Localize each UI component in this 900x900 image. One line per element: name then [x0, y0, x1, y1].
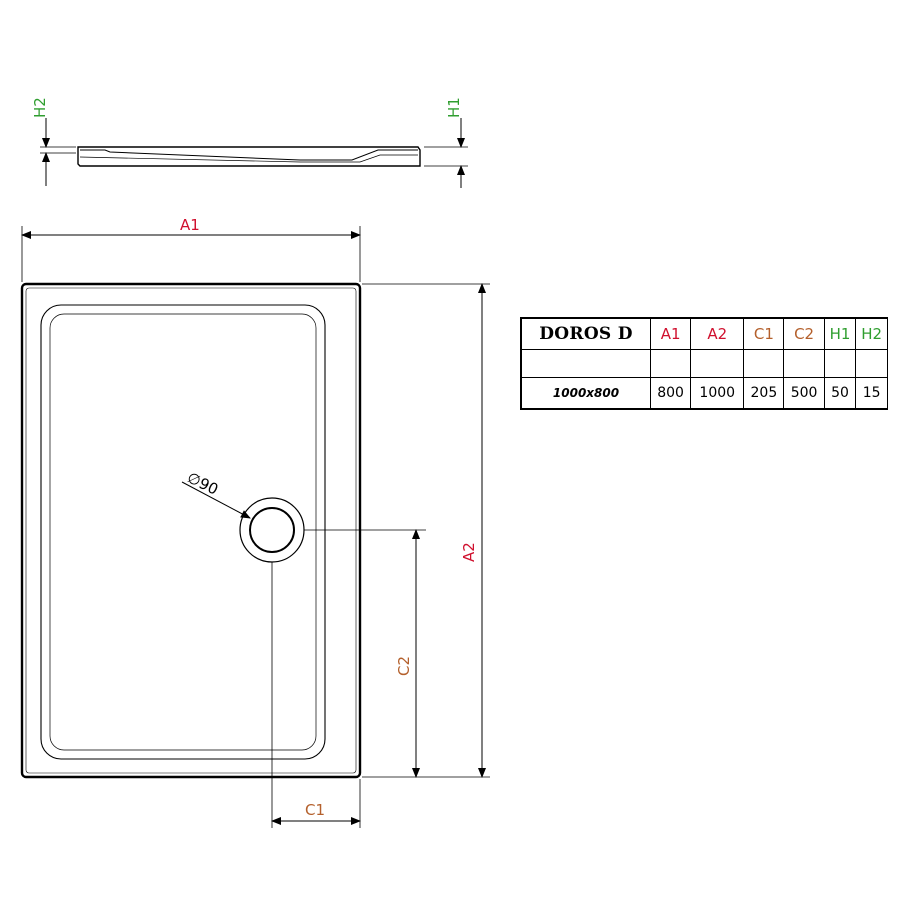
spacer-cell — [783, 349, 825, 378]
spacer-cell — [823, 349, 857, 378]
spacer-cell — [855, 349, 888, 378]
value-a2: 1000 — [690, 377, 745, 410]
header-h1: H1 — [823, 317, 857, 350]
header-a2: A2 — [690, 317, 745, 350]
a1-label: A1 — [180, 216, 200, 234]
tray-profile-inner-line — [80, 149, 418, 161]
c1-label: C1 — [305, 801, 325, 819]
tray-outer-edge — [20, 282, 362, 779]
table-header-row: DOROS D A1 A2 C1 C2 H1 H2 — [520, 317, 888, 350]
table-row: 1000x800 800 1000 205 500 50 15 — [520, 377, 888, 410]
table-spacer-row — [520, 349, 888, 378]
value-h1: 50 — [823, 377, 857, 410]
specification-table: DOROS D A1 A2 C1 C2 H1 H2 1000x800 800 1… — [520, 317, 888, 410]
tray-basin-outer — [40, 304, 326, 760]
value-c2: 500 — [783, 377, 825, 410]
tray-basin-inner — [49, 313, 317, 751]
value-c1: 205 — [743, 377, 785, 410]
a2-label: A2 — [460, 542, 478, 562]
header-a1: A1 — [649, 317, 692, 350]
h2-label: H2 — [31, 97, 49, 118]
h1-label: H1 — [445, 97, 463, 118]
model-name-cell: DOROS D — [520, 317, 651, 350]
c2-label: C2 — [395, 656, 413, 676]
plan-view — [20, 226, 490, 828]
spacer-cell — [520, 349, 651, 378]
drain-leader-line — [181, 481, 251, 519]
spacer-cell — [649, 349, 692, 378]
spacer-cell — [690, 349, 745, 378]
side-profile-view — [40, 118, 468, 188]
value-a1: 800 — [649, 377, 692, 410]
drain-inner-ring — [249, 507, 295, 553]
tray-profile-rim — [79, 154, 418, 163]
header-h2: H2 — [855, 317, 888, 350]
header-c1: C1 — [743, 317, 785, 350]
tray-profile-outline — [77, 146, 421, 167]
drain-diameter-label: ∅90 — [184, 468, 221, 498]
header-c2: C2 — [783, 317, 825, 350]
spacer-cell — [743, 349, 785, 378]
size-cell: 1000x800 — [520, 377, 651, 410]
value-h2: 15 — [855, 377, 888, 410]
tray-outer-bevel — [25, 287, 357, 774]
